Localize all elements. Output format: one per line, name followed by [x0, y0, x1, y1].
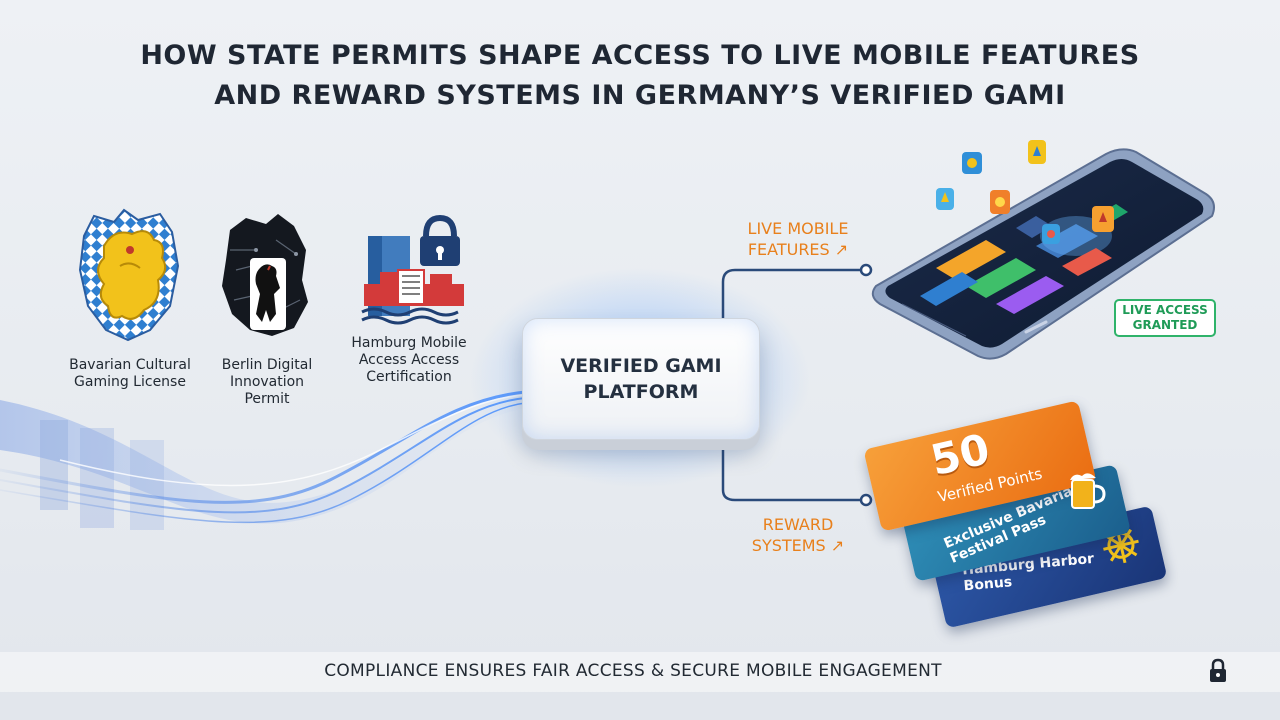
title-line-1: HOW STATE PERMITS SHAPE ACCESS TO LIVE M…: [140, 40, 1140, 71]
hamburg-certification-label: Hamburg Mobile Access Access Certificati…: [351, 335, 467, 385]
smartphone-illustration: [871, 140, 1215, 360]
platform-line-1: VERIFIED GAMI: [560, 355, 722, 377]
points-value: 50: [926, 424, 995, 486]
berlin-permit-label: Berlin Digital Innovation Permit: [221, 357, 313, 407]
hamburg-harbor-lock-icon: [361, 214, 464, 325]
live-access-granted-badge: LIVE ACCESS GRANTED: [1114, 299, 1216, 337]
page-title: HOW STATE PERMITS SHAPE ACCESS TO LIVE M…: [60, 36, 1220, 116]
platform-line-2: PLATFORM: [583, 381, 699, 403]
reward-systems-label: REWARD SYSTEMS ↗: [751, 515, 845, 555]
footer-bar: [0, 652, 1280, 692]
beer-mug-icon: [1070, 473, 1106, 509]
bavarian-license-label: Bavarian Cultural Gaming License: [69, 357, 191, 390]
footer-text: COMPLIANCE ENSURES FAIR ACCESS & SECURE …: [324, 661, 942, 681]
title-line-2: AND REWARD SYSTEMS IN GERMANY’S VERIFIED…: [214, 80, 1066, 111]
live-mobile-features-label: LIVE MOBILE FEATURES ↗: [747, 219, 849, 259]
verified-gami-platform-box: VERIFIED GAMI PLATFORM: [522, 318, 760, 440]
bavarian-lion-crest-icon: [78, 208, 180, 342]
berlin-bear-map-icon: [222, 214, 308, 336]
floating-app-icons: [936, 140, 1114, 244]
lock-icon: [1210, 658, 1226, 682]
